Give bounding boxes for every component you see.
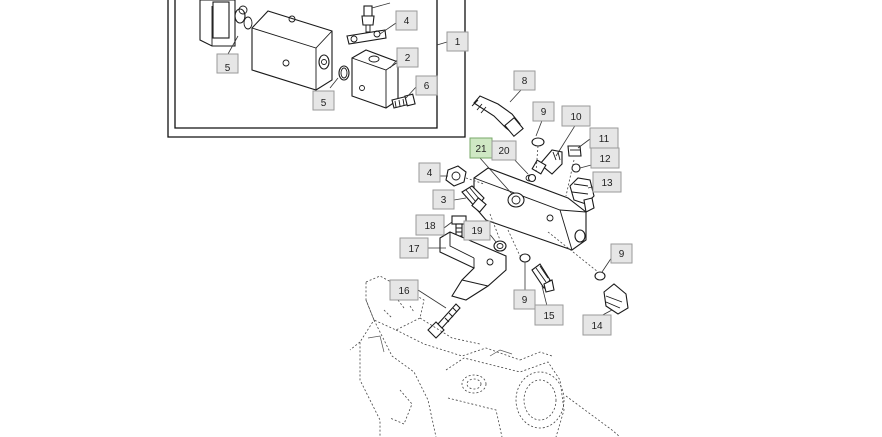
callout-9-top[interactable]: 9: [532, 101, 555, 122]
callout-17[interactable]: 17: [399, 237, 429, 259]
svg-text:9: 9: [522, 295, 528, 306]
svg-text:12: 12: [599, 154, 611, 165]
callout-13[interactable]: 13: [592, 171, 622, 193]
callout-8[interactable]: 8: [513, 70, 536, 91]
inset-right-block: [351, 49, 399, 109]
o-ring-20: [527, 173, 537, 183]
callout-6[interactable]: 6: [415, 75, 438, 96]
callout-19[interactable]: 19: [463, 220, 491, 241]
svg-text:21: 21: [475, 144, 487, 155]
callout-3[interactable]: 3: [432, 189, 455, 210]
callout-16[interactable]: 16: [389, 279, 419, 301]
inset-left-block: [199, 0, 253, 47]
callout-1[interactable]: 1: [446, 31, 469, 52]
svg-text:2: 2: [405, 53, 411, 64]
svg-text:3: 3: [441, 195, 447, 206]
svg-text:11: 11: [599, 134, 610, 145]
svg-text:15: 15: [543, 311, 555, 322]
svg-text:9: 9: [541, 107, 547, 118]
fitting-4: [445, 165, 467, 187]
callout-18[interactable]: 18: [415, 214, 445, 236]
main-assembly: [417, 89, 629, 339]
washer-9-lower: [519, 253, 531, 263]
svg-text:4: 4: [404, 16, 410, 27]
washer-9-right: [594, 271, 606, 281]
inset-top-fitting: [346, 5, 387, 45]
callout-20[interactable]: 20: [491, 140, 517, 161]
callout-15[interactable]: 15: [534, 304, 564, 326]
fitting-14: [603, 283, 629, 315]
svg-text:17: 17: [408, 244, 420, 255]
svg-text:8: 8: [522, 76, 528, 87]
svg-text:18: 18: [424, 221, 436, 232]
elbow-fitting: [471, 95, 524, 137]
detail-inset: [167, 0, 466, 138]
svg-text:19: 19: [471, 226, 483, 237]
callout-9-right[interactable]: 9: [610, 243, 633, 264]
washer-19: [493, 240, 507, 252]
bracket-17: [439, 231, 507, 301]
svg-text:4: 4: [427, 168, 433, 179]
callout-21[interactable]: 21: [469, 137, 493, 159]
svg-text:20: 20: [498, 146, 510, 157]
svg-text:5: 5: [225, 63, 231, 74]
callout-5-inset-left[interactable]: 5: [216, 53, 239, 74]
callout-14[interactable]: 14: [582, 314, 612, 336]
callout-4-inset[interactable]: 4: [395, 10, 418, 31]
callout-10[interactable]: 10: [561, 105, 591, 127]
ghost-housing: [349, 275, 621, 437]
svg-text:14: 14: [591, 321, 603, 332]
callout-2[interactable]: 2: [396, 47, 419, 68]
callout-4-main[interactable]: 4: [418, 162, 441, 183]
callout-5-inset-center[interactable]: 5: [312, 90, 335, 111]
cap-11: [567, 145, 582, 157]
washer-9-top: [531, 137, 545, 147]
angle-fitting: [531, 149, 563, 175]
callouts: 1 2 4 5 5 6 8 9 10 11 12 13 21 20 4 3 18…: [216, 10, 633, 336]
svg-text:1: 1: [455, 37, 461, 48]
callout-12[interactable]: 12: [590, 147, 620, 169]
fitting-3: [461, 185, 487, 213]
svg-text:6: 6: [424, 81, 430, 92]
svg-text:13: 13: [601, 178, 613, 189]
svg-text:10: 10: [570, 112, 582, 123]
bolt-16: [427, 303, 461, 339]
svg-text:5: 5: [321, 98, 327, 109]
svg-text:9: 9: [619, 249, 625, 260]
callout-11[interactable]: 11: [589, 127, 619, 149]
fitting-13: [569, 177, 595, 213]
svg-text:16: 16: [398, 286, 410, 297]
inset-valve-block: [251, 10, 333, 91]
fitting-15: [531, 263, 555, 293]
callout-9-lower[interactable]: 9: [513, 289, 536, 310]
